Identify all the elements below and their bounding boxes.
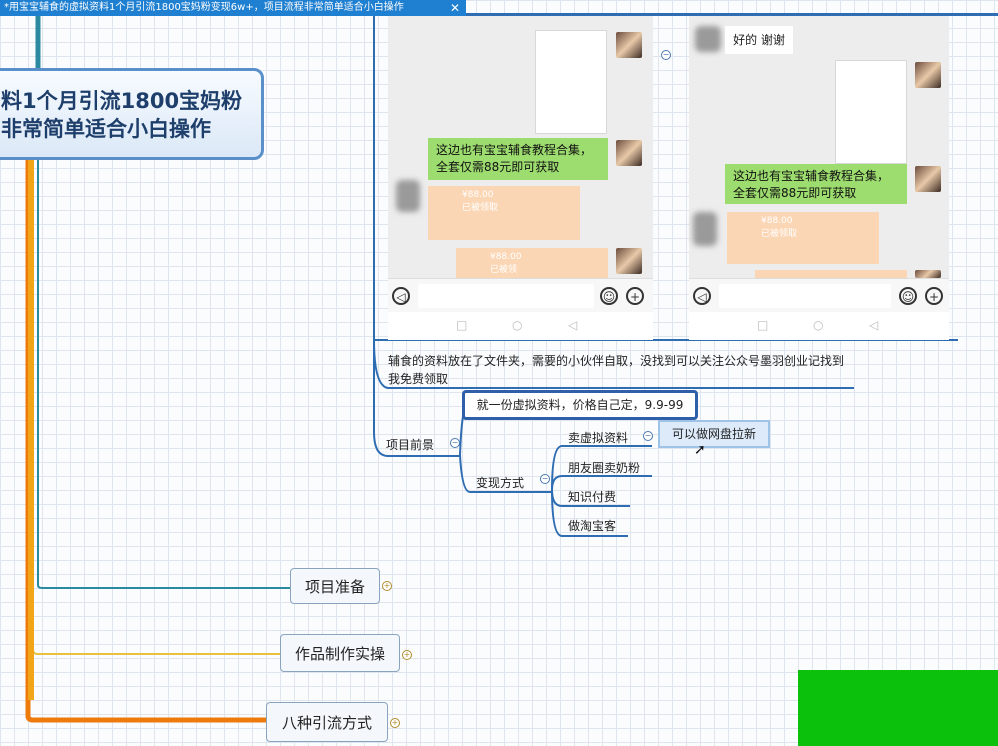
- emoji-icon[interactable]: ☺: [600, 287, 618, 305]
- emoji-icon[interactable]: ☺: [899, 287, 917, 305]
- chat-input[interactable]: [418, 284, 594, 308]
- avatar: [915, 166, 941, 192]
- close-icon[interactable]: ✕: [449, 1, 460, 15]
- avatar: [616, 140, 642, 166]
- caption-line1: 辅食的资料放在了文件夹，需要的小伙伴自取，没找到可以关注公众号墨羽创业记找到: [388, 354, 845, 368]
- payment-status: 已被领取: [761, 229, 798, 239]
- collapse-icon[interactable]: −: [661, 50, 671, 60]
- chat-bubble: 这边也有宝宝辅食教程合集，全套仅需88元即可获取: [428, 138, 608, 180]
- chat-screenshot-right: 好的 谢谢 这边也有宝宝辅食教程合集，全套仅需88元即可获取 ¥88.00 已被…: [689, 16, 949, 278]
- avatar: [695, 26, 721, 52]
- payment-amount: ¥88.00: [761, 216, 793, 226]
- chat-input-bar: ◁ ☺ +: [689, 278, 949, 313]
- topic-price-note[interactable]: 就一份虚拟资料，价格自己定，9.9-99: [462, 390, 698, 420]
- payment-status: 已被领: [490, 265, 518, 275]
- payment-card: ¥88.00 已被领: [456, 248, 608, 278]
- voice-icon[interactable]: ◁: [693, 287, 711, 305]
- payment-card: ¥88.00 已被领取: [428, 186, 580, 240]
- chat-input[interactable]: [719, 284, 891, 308]
- caption-line2: 我免费领取: [388, 372, 449, 386]
- green-overlay: [798, 670, 998, 746]
- document-tab[interactable]: *用宝宝辅食的虚拟资料1个月引流1800宝妈粉变现6w+，项目流程非常简单适合小…: [0, 0, 466, 16]
- expand-icon[interactable]: +: [382, 581, 392, 591]
- home-icon[interactable]: ○: [813, 318, 824, 332]
- tab-title: *用宝宝辅食的虚拟资料1个月引流1800宝妈粉变现6w+，项目流程非常简单适合小…: [4, 2, 404, 13]
- root-topic-line2: 非常简单适合小白操作: [1, 117, 211, 141]
- payment-amount: ¥88.00: [490, 252, 522, 262]
- topic-sell-virtual[interactable]: 卖虚拟资料: [568, 431, 629, 445]
- root-topic[interactable]: 料1个月引流1800宝妈粉 非常简单适合小白操作: [0, 68, 264, 160]
- topic-netdisk-note[interactable]: 可以做网盘拉新: [658, 420, 770, 448]
- topic-paid-knowledge[interactable]: 知识付费: [568, 490, 617, 504]
- chat-bubble: 这边也有宝宝辅食教程合集，全套仅需88元即可获取: [725, 164, 907, 204]
- expand-icon[interactable]: +: [390, 718, 400, 728]
- divider-line: [466, 13, 998, 16]
- topic-prep[interactable]: 项目准备: [290, 568, 380, 604]
- collapse-icon[interactable]: −: [540, 474, 550, 484]
- payment-card: [755, 270, 907, 278]
- avatar: [693, 212, 717, 246]
- home-icon[interactable]: ○: [512, 318, 523, 332]
- voice-icon[interactable]: ◁: [392, 287, 410, 305]
- avatar: [396, 180, 420, 212]
- recent-apps-icon[interactable]: □: [757, 318, 769, 332]
- collapse-icon[interactable]: −: [450, 438, 460, 448]
- topic-traffic[interactable]: 八种引流方式: [266, 702, 388, 742]
- back-icon[interactable]: ◁: [568, 318, 578, 332]
- recent-apps-icon[interactable]: □: [456, 318, 468, 332]
- chat-screenshot-left: 这边也有宝宝辅食教程合集，全套仅需88元即可获取 ¥88.00 已被领取 ¥88…: [388, 16, 653, 278]
- chat-input-bar: ◁ ☺ +: [388, 278, 653, 313]
- avatar: [616, 248, 642, 274]
- topic-taobao[interactable]: 做淘宝客: [568, 519, 617, 533]
- expand-icon[interactable]: +: [402, 650, 412, 660]
- mouse-cursor-icon: ➚: [694, 442, 706, 458]
- avatar: [616, 32, 642, 58]
- topic-production[interactable]: 作品制作实操: [280, 634, 400, 672]
- root-topic-line1: 料1个月引流1800宝妈粉: [1, 89, 243, 113]
- plus-icon[interactable]: +: [626, 287, 644, 305]
- payment-status: 已被领取: [462, 203, 499, 213]
- avatar: [915, 270, 941, 278]
- android-nav-bar: □ ○ ◁: [689, 312, 949, 340]
- image-message-thumbnail: [535, 30, 607, 134]
- topic-project-background[interactable]: 项目前景: [386, 438, 435, 452]
- topic-moments[interactable]: 朋友圈卖奶粉: [568, 461, 641, 475]
- back-icon[interactable]: ◁: [869, 318, 879, 332]
- plus-icon[interactable]: +: [925, 287, 943, 305]
- collapse-icon[interactable]: −: [643, 431, 653, 441]
- avatar: [915, 62, 941, 88]
- image-message-thumbnail: [835, 60, 907, 164]
- chat-bubble: 好的 谢谢: [725, 26, 793, 54]
- topic-monetization[interactable]: 变现方式: [476, 476, 525, 490]
- payment-card: ¥88.00 已被领取: [727, 212, 879, 264]
- android-nav-bar: □ ○ ◁: [388, 312, 653, 340]
- payment-amount: ¥88.00: [462, 190, 494, 200]
